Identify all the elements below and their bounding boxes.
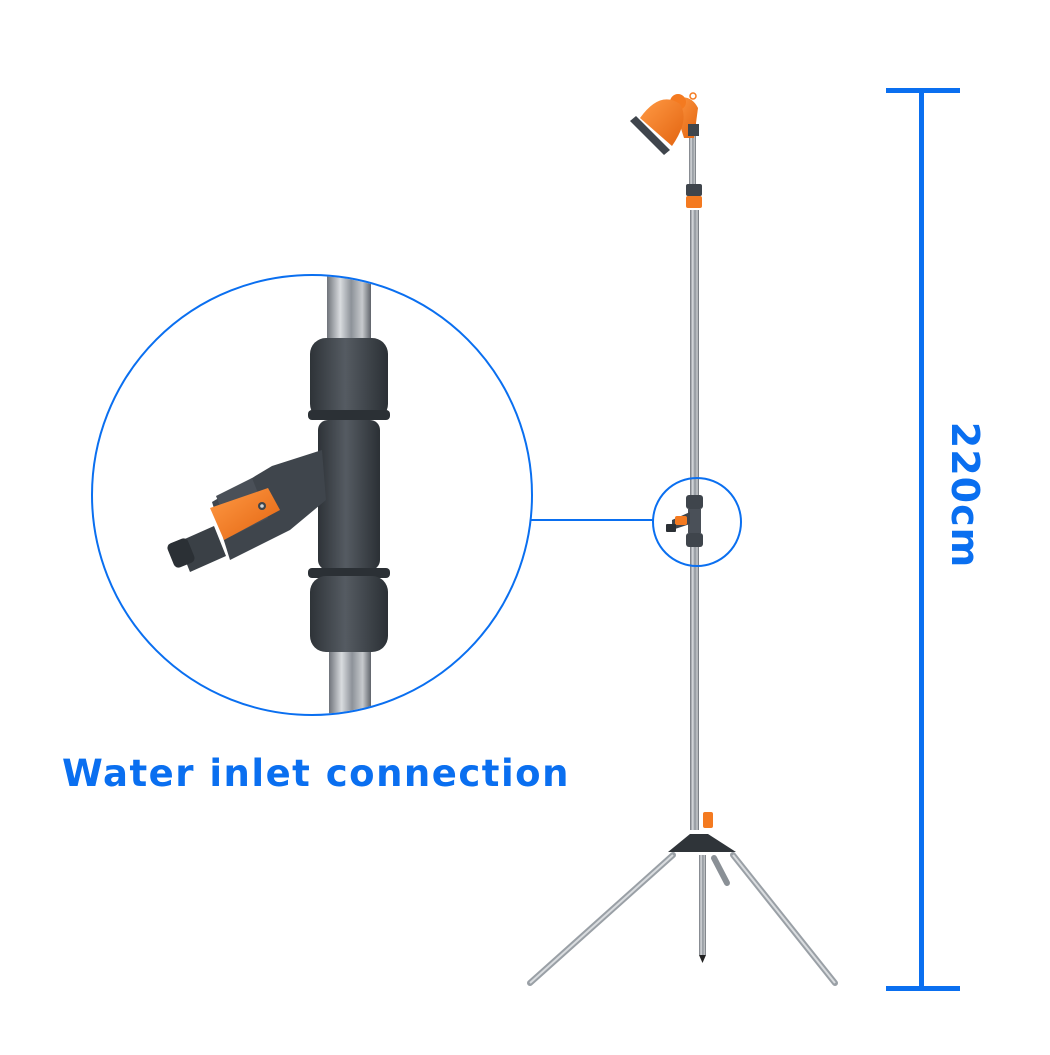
tripod-base xyxy=(527,812,838,986)
magnified-inlet-view xyxy=(93,276,531,714)
shower-stand xyxy=(527,92,838,986)
height-label: 220cm xyxy=(943,421,987,569)
small-highlight-circle xyxy=(652,477,742,567)
inlet-valve-small xyxy=(666,495,703,547)
height-dimension-marker xyxy=(886,88,960,991)
feature-caption: Water inlet connection xyxy=(62,752,570,795)
callout xyxy=(91,274,742,716)
valve-lever-icon xyxy=(210,488,280,540)
big-highlight-circle xyxy=(91,274,533,716)
shower-head-icon xyxy=(630,92,699,155)
